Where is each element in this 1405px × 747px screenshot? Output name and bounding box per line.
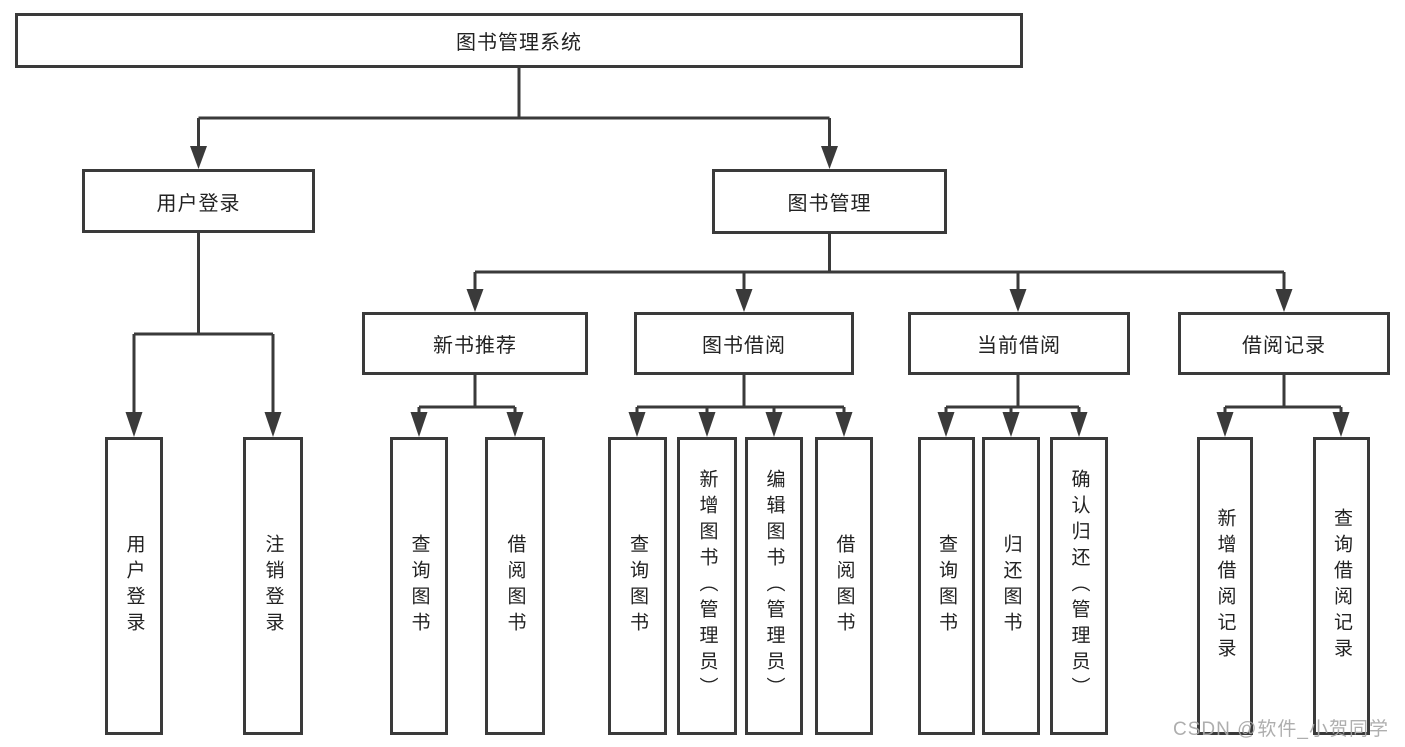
leaf-edit-books-admin: 编辑图书（管理员）	[745, 437, 803, 735]
leaf-borrow-books-recommend: 借阅图书	[485, 437, 545, 735]
leaf-confirm-return-admin: 确认归还（管理员）	[1050, 437, 1108, 735]
leaf-add-borrow-record: 新增借阅记录	[1197, 437, 1253, 735]
leaf-logout: 注销登录	[243, 437, 303, 735]
arrowheads	[125, 146, 1350, 437]
leaf-query-books-current: 查询图书	[918, 437, 975, 735]
node-borrow-records: 借阅记录	[1178, 312, 1390, 375]
leaf-borrow-books: 借阅图书	[815, 437, 873, 735]
node-new-book-recommend: 新书推荐	[362, 312, 588, 375]
connector-paths	[132, 68, 1343, 414]
node-book-management: 图书管理	[712, 169, 947, 234]
leaf-user-login: 用户登录	[105, 437, 163, 735]
leaf-query-borrow-record: 查询借阅记录	[1313, 437, 1370, 735]
node-user-login: 用户登录	[82, 169, 315, 233]
node-book-borrow: 图书借阅	[634, 312, 854, 375]
leaf-return-books: 归还图书	[982, 437, 1040, 735]
watermark: CSDN @软件_小贺同学	[1173, 719, 1389, 740]
leaf-add-books-admin: 新增图书（管理员）	[677, 437, 737, 735]
node-root-library-system: 图书管理系统	[15, 13, 1023, 68]
node-current-borrow: 当前借阅	[908, 312, 1130, 375]
leaf-query-books-borrow: 查询图书	[608, 437, 667, 735]
leaf-query-books-recommend: 查询图书	[390, 437, 448, 735]
